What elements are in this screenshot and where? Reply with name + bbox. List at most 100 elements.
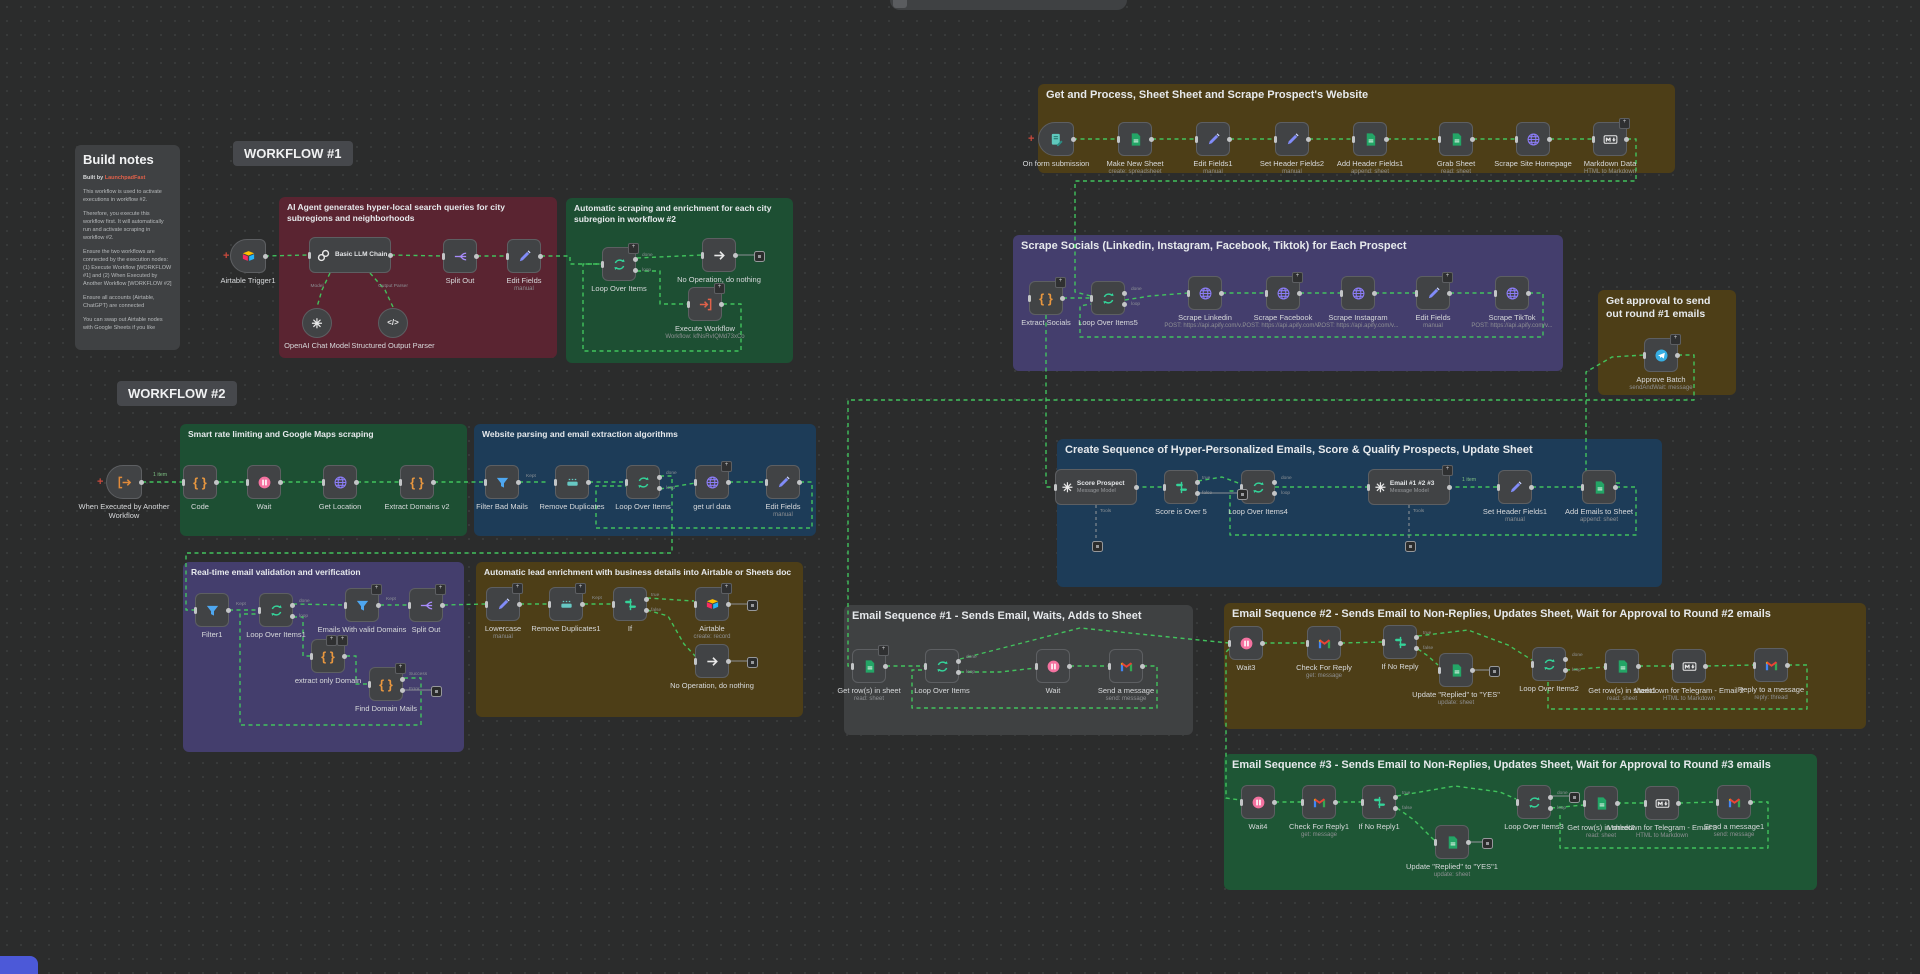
output-port[interactable]: [1384, 136, 1389, 142]
input-port[interactable]: [1591, 135, 1595, 143]
output-port[interactable]: [1675, 352, 1680, 358]
input-port[interactable]: [1351, 135, 1355, 143]
output-port[interactable]: [1260, 640, 1265, 646]
input-port[interactable]: [600, 260, 604, 268]
toolbar-tab[interactable]: [893, 0, 907, 8]
output-port[interactable]: [388, 252, 393, 258]
output-port[interactable]: [278, 479, 283, 485]
node-filter-bad-mails[interactable]: [483, 465, 521, 499]
output-port[interactable]: [1447, 290, 1452, 296]
node-if[interactable]: [611, 587, 649, 621]
output-port[interactable]: [797, 479, 802, 485]
node-edit-fields[interactable]: [505, 239, 543, 273]
input-port[interactable]: [407, 601, 411, 609]
node-airtable[interactable]: +: [693, 583, 732, 621]
input-port[interactable]: [1582, 799, 1586, 807]
node-scrape-instagram[interactable]: [1339, 276, 1377, 310]
node-no-operation2[interactable]: [693, 644, 731, 678]
node-get-rows-in-sheet2[interactable]: [1582, 786, 1620, 820]
node-airtable-trigger1[interactable]: [230, 239, 268, 273]
output-port[interactable]: [1526, 290, 1531, 296]
output-port[interactable]: [1676, 800, 1681, 806]
output-port[interactable]: [1338, 640, 1343, 646]
node-basic-llm-chain[interactable]: Basic LLM Chain: [307, 237, 393, 273]
output-port[interactable]: [1563, 656, 1568, 662]
output-port[interactable]: [1122, 290, 1127, 296]
node-edit-fields1[interactable]: [1194, 122, 1232, 156]
input-port[interactable]: [1027, 294, 1031, 302]
end-marker[interactable]: [1489, 665, 1500, 677]
input-port[interactable]: [1580, 483, 1584, 491]
node-scrape-facebook[interactable]: +: [1264, 272, 1303, 310]
input-port[interactable]: [1107, 662, 1111, 670]
node-loop-over-items-s1[interactable]: [923, 649, 961, 683]
node-extract-domains-v2[interactable]: { }: [398, 465, 436, 499]
input-port[interactable]: [1437, 666, 1441, 674]
output-port[interactable]: [1548, 794, 1553, 800]
output-port[interactable]: [376, 602, 381, 608]
end-marker[interactable]: [1237, 488, 1248, 500]
input-port[interactable]: [505, 252, 509, 260]
node-add-emails-to-sheet[interactable]: [1580, 470, 1618, 504]
input-port[interactable]: [611, 600, 615, 608]
output-port[interactable]: [1470, 667, 1475, 673]
input-port[interactable]: [1493, 289, 1497, 297]
output-port[interactable]: [1393, 794, 1398, 800]
node-emails-valid[interactable]: +: [343, 584, 382, 622]
output-port[interactable]: [733, 252, 738, 258]
input-port[interactable]: [309, 652, 313, 660]
output-port[interactable]: [1703, 663, 1708, 669]
node-wait3[interactable]: [1227, 626, 1265, 660]
node-code[interactable]: { }: [181, 465, 219, 499]
input-port[interactable]: [1603, 662, 1607, 670]
output-port[interactable]: [1548, 806, 1553, 812]
output-port[interactable]: [657, 474, 662, 480]
input-port[interactable]: [1273, 135, 1277, 143]
output-port[interactable]: [1227, 136, 1232, 142]
input-port[interactable]: [1053, 483, 1057, 491]
node-structured-output-parser[interactable]: </>: [378, 308, 408, 338]
node-grab-sheet[interactable]: [1437, 122, 1475, 156]
canvas-toolbar[interactable]: [890, 0, 1127, 10]
input-port[interactable]: [764, 478, 768, 486]
input-port[interactable]: [547, 600, 551, 608]
input-port[interactable]: [1162, 483, 1166, 491]
input-port[interactable]: [1670, 662, 1674, 670]
input-port[interactable]: [1496, 483, 1500, 491]
output-port[interactable]: [263, 253, 268, 259]
node-update-replied-yes[interactable]: [1437, 653, 1475, 687]
input-port[interactable]: [367, 680, 371, 688]
output-port[interactable]: [956, 658, 961, 664]
input-port[interactable]: [1116, 135, 1120, 143]
node-scrape-tiktok[interactable]: [1493, 276, 1531, 310]
output-port[interactable]: [1785, 662, 1790, 668]
input-port[interactable]: [307, 251, 311, 259]
node-set-header-fields2[interactable]: [1273, 122, 1311, 156]
output-port[interactable]: [1219, 290, 1224, 296]
input-port[interactable]: [1034, 662, 1038, 670]
input-port[interactable]: [1264, 289, 1268, 297]
node-reply-to-a-message[interactable]: [1752, 648, 1790, 682]
output-port[interactable]: [1529, 484, 1534, 490]
node-wait4[interactable]: [1239, 785, 1277, 819]
input-port[interactable]: [850, 662, 854, 670]
output-port[interactable]: [342, 653, 347, 659]
output-port[interactable]: [586, 479, 591, 485]
input-port[interactable]: [1414, 289, 1418, 297]
output-port[interactable]: [1071, 136, 1076, 142]
node-get-url-data[interactable]: +: [693, 461, 732, 499]
output-port[interactable]: [1748, 799, 1753, 805]
add-node-plus-icon[interactable]: +: [223, 250, 230, 262]
node-edit-fields-web[interactable]: [764, 465, 802, 499]
end-marker[interactable]: [1569, 791, 1580, 803]
node-send-a-message1[interactable]: [1715, 785, 1753, 819]
output-port[interactable]: [1624, 136, 1629, 142]
node-split-out1[interactable]: +: [407, 584, 446, 622]
output-port[interactable]: [1636, 663, 1641, 669]
node-get-location[interactable]: [321, 465, 359, 499]
input-port[interactable]: [1530, 660, 1534, 668]
output-port[interactable]: [1067, 663, 1072, 669]
output-port[interactable]: [1547, 136, 1552, 142]
node-check-for-reply[interactable]: [1305, 626, 1343, 660]
workflow-label-wf1[interactable]: WORKFLOW #1: [233, 141, 353, 166]
